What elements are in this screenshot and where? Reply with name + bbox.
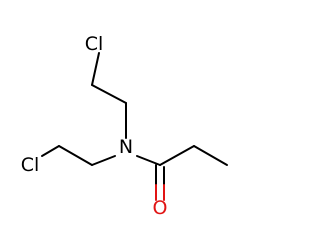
atom-label-nitrogen: N	[119, 136, 133, 158]
atom-label-cl-top: Cl	[85, 33, 104, 55]
bond-carbonyl-to-ch2	[159, 145, 195, 166]
chemical-structure-diagram: Cl Cl N O	[21, 33, 228, 219]
bond-nitrogen-to-ch2-left	[91, 155, 116, 166]
atom-label-cl-left: Cl	[21, 154, 40, 176]
bond-cl-top-to-ch2	[91, 52, 100, 86]
bond-ch2-left-to-cl	[41, 145, 60, 157]
bond-ch2-to-ch2-left	[58, 145, 93, 166]
bond-nitrogen-to-carbonyl-carbon	[136, 155, 161, 166]
bond-ch2-to-ch3	[193, 145, 228, 166]
bond-ch2-to-ch2-top	[91, 84, 127, 104]
atom-label-oxygen: O	[153, 197, 168, 219]
